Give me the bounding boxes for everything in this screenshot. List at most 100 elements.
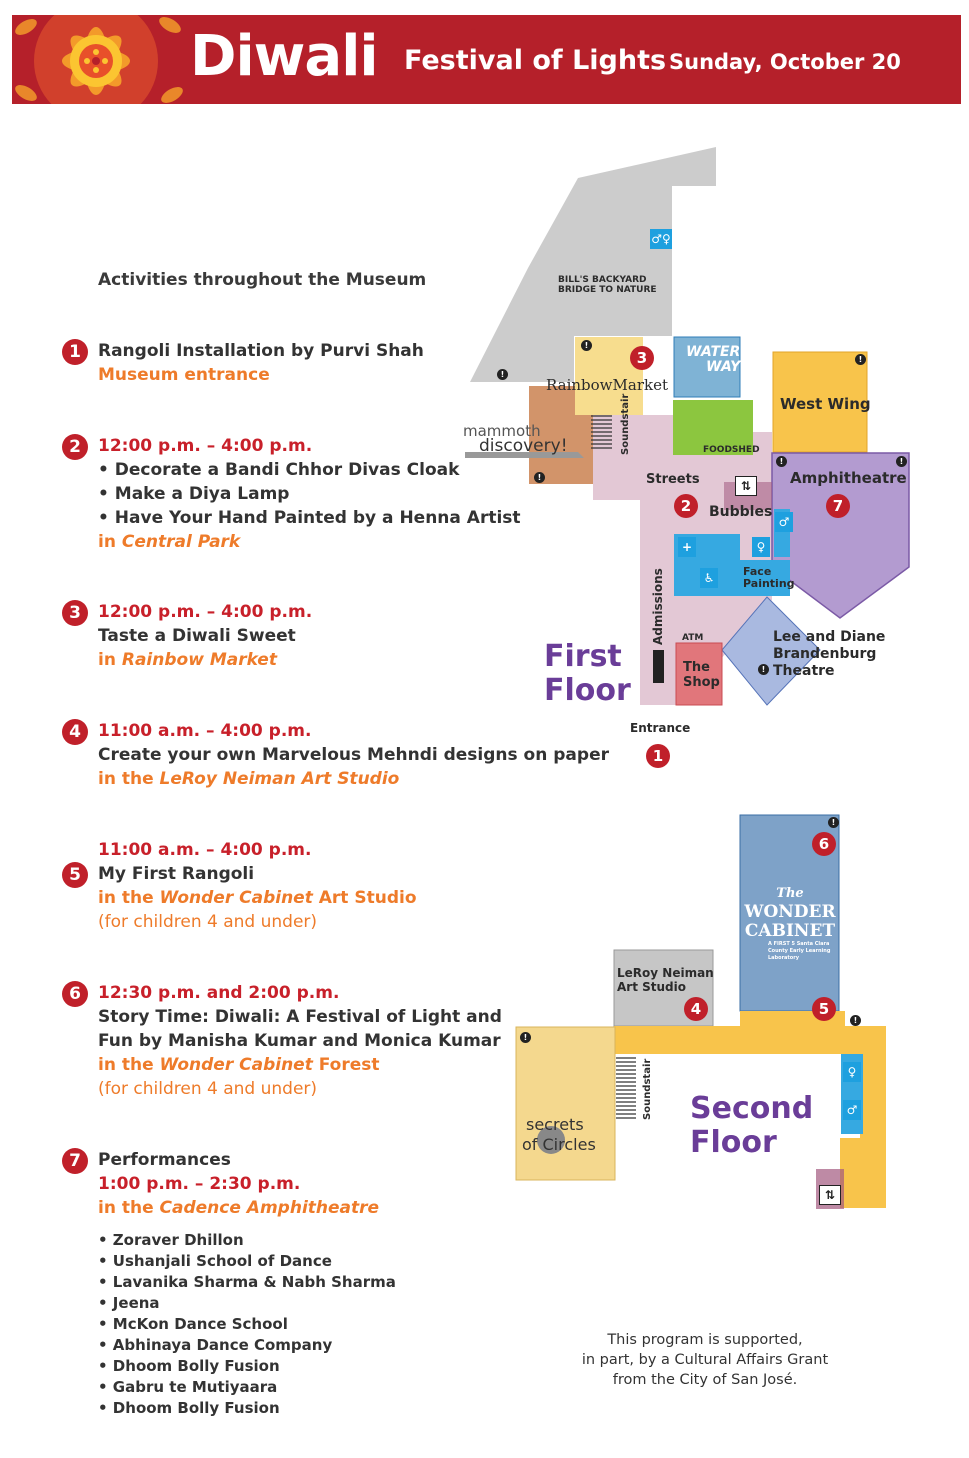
activity-location: Museum entrance	[98, 365, 270, 385]
label-line: Floor	[544, 673, 631, 708]
label-line: of Circles	[522, 1135, 596, 1154]
theatre-label: Lee and Diane Brandenburg Theatre	[773, 629, 885, 680]
activity-title: Fun by Manisha Kumar and Monica Kumar	[98, 1031, 501, 1051]
label-line: A FIRST 5 Santa Clara County Early Learn…	[768, 941, 831, 961]
streets-label: Streets	[646, 472, 700, 487]
activity-number: 6	[62, 981, 88, 1007]
restroom-icon: ♂	[775, 512, 793, 532]
activity-location: in the Wonder Cabinet Art Studio	[98, 886, 417, 910]
info-icon: !	[896, 456, 907, 467]
location-place: LeRoy Neiman Art Studio	[159, 769, 400, 789]
map-marker-1: 1	[646, 744, 670, 768]
activity-number: 5	[62, 862, 88, 888]
activity-number: 1	[62, 339, 88, 365]
info-icon: !	[776, 456, 787, 467]
west-wing-label: West Wing	[780, 395, 871, 413]
activity-number: 3	[62, 600, 88, 626]
label-line: The	[683, 660, 710, 675]
label-line: WAYS	[706, 359, 751, 375]
credit-line: This program is supported,	[607, 1332, 803, 1348]
activity-time: 12:00 p.m. – 4:00 p.m.	[98, 436, 313, 456]
bills-backyard-area	[470, 147, 716, 382]
secrets-of-circles-area	[515, 1026, 616, 1181]
rainbow-market-label: RainbowMarket	[546, 376, 668, 394]
activity-number: 4	[62, 719, 88, 745]
soundstair-label: Soundstair	[642, 1058, 653, 1120]
restroom-icon: ♂	[843, 1100, 861, 1120]
location-place: Wonder Cabinet	[159, 1055, 313, 1075]
bills-backyard-label: BILL'S BACKYARD BRIDGE TO NATURE	[558, 275, 657, 295]
theatre-area	[721, 596, 821, 706]
label-line: CABINET	[744, 921, 836, 941]
face-painting-label: Face Painting	[743, 566, 795, 590]
performer-item: • Jeena	[98, 1294, 160, 1312]
foodshed-area	[673, 400, 753, 455]
header-banner: Diwali Festival of Lights Sunday, Octobe…	[12, 15, 961, 104]
second-floor-label: Second Floor	[690, 1092, 813, 1160]
mammoth-discovery-label: mammoth discovery!	[463, 424, 568, 455]
atm-label: ATM	[682, 633, 704, 643]
label-line: Art Studio	[617, 980, 686, 994]
map-marker-6: 6	[812, 832, 836, 856]
activity-title: My First Rangoli	[98, 864, 255, 884]
performer-item: • Dhoom Bolly Fusion	[98, 1399, 280, 1417]
map-marker-4: 4	[684, 997, 708, 1021]
location-prefix: in	[98, 532, 122, 552]
entrance-label: Entrance	[630, 721, 691, 735]
leroy-studio-label: LeRoy Neiman Art Studio	[617, 966, 714, 994]
soundstair-first	[591, 415, 612, 449]
location-suffix: Art Studio	[312, 888, 417, 908]
location-prefix: in the	[98, 769, 160, 789]
label-line: BRIDGE TO NATURE	[558, 285, 657, 295]
activity-time: 11:00 a.m. – 4:00 p.m.	[98, 721, 312, 741]
festival-date: Sunday, October 20	[669, 50, 901, 74]
label-line: LeRoy Neiman	[617, 966, 714, 980]
activity-title: Story Time: Diwali: A Festival of Light …	[98, 1007, 502, 1027]
info-icon: !	[520, 1032, 531, 1043]
performer-item: • Abhinaya Dance Company	[98, 1336, 333, 1354]
location-place: Wonder Cabinet	[159, 888, 313, 908]
activity-location: in the Cadence Amphitheatre	[98, 1196, 379, 1220]
info-icon: !	[581, 340, 592, 351]
first-aid-icon: +	[678, 537, 696, 557]
restroom-icon: ♀	[843, 1062, 861, 1082]
circles-logo	[537, 1126, 565, 1154]
label-line: Brandenburg	[773, 646, 877, 662]
face-painting-block	[740, 560, 790, 596]
water-ways-area	[673, 336, 741, 398]
activity-location: in Rainbow Market	[98, 648, 312, 672]
performer-item: • McKon Dance School	[98, 1315, 288, 1333]
activity-bullet: • Have Your Hand Painted by a Henna Arti…	[98, 508, 521, 528]
location-prefix: in	[98, 650, 122, 670]
activity-title: Performances	[98, 1150, 231, 1170]
label-line: Shop	[683, 675, 720, 690]
activity-note: (for children 4 and under)	[98, 912, 318, 932]
performers-list: • Zoraver Dhillon • Ushanjali School of …	[98, 1230, 396, 1419]
activity-title: Rangoli Installation by Purvi Shah	[98, 341, 424, 361]
restroom-icon: ♀	[752, 537, 770, 557]
label-line: WONDER	[744, 902, 836, 922]
shop-label: The Shop	[683, 660, 720, 690]
west-wing-area	[772, 351, 868, 453]
map-marker-3: 3	[630, 346, 654, 370]
location-place: Cadence Amphitheatre	[159, 1198, 380, 1218]
performer-item: • Zoraver Dhillon	[98, 1231, 244, 1249]
info-icon: !	[828, 817, 839, 828]
wonder-cabinet-label: The WONDER CABINET A FIRST 5 Santa Clara…	[730, 884, 850, 962]
label-line: Floor	[690, 1125, 777, 1160]
activity-time: 12:00 p.m. – 4:00 p.m.	[98, 602, 313, 622]
restroom-icon: ♂♀	[650, 229, 672, 249]
secrets-of-circles-label: secrets of Circles	[522, 1115, 596, 1155]
festival-title: Diwali	[190, 24, 379, 89]
sponsor-credit: This program is supported, in part, by a…	[570, 1330, 840, 1390]
water-ways-label: WATER WAYS	[686, 345, 750, 375]
bubbles-label: Bubbles	[709, 504, 773, 520]
soundstair-second	[616, 1057, 636, 1119]
info-icon: !	[497, 369, 508, 380]
elevator-icon: ⇅	[735, 476, 757, 496]
location-place: Central Park	[121, 532, 241, 552]
map-marker-5: 5	[812, 997, 836, 1021]
label-line: Theatre	[773, 663, 835, 679]
location-prefix: in the	[98, 888, 160, 908]
